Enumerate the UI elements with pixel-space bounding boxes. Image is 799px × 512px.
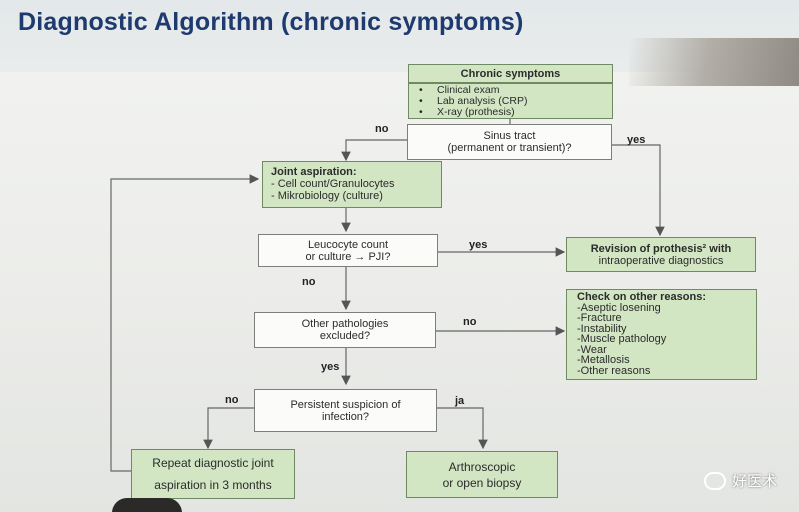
arrow-repeat-loop — [110, 174, 260, 472]
foreground-shadow — [112, 498, 182, 512]
list-item-text: Clinical exam — [437, 84, 500, 96]
list-item: -Wear — [577, 343, 607, 356]
list-item: -Fracture — [577, 312, 622, 324]
repeat-line1: Repeat diagnostic joint — [152, 456, 274, 470]
leucocyte-line1: Leucocyte count — [307, 238, 389, 251]
arrow-persistent-ja — [437, 407, 488, 450]
arrow-persistent-no — [203, 407, 254, 450]
list-item: -Aseptic losening — [577, 301, 661, 314]
revision-line2: intraoperative diagnostics — [598, 254, 724, 267]
list-item: -Instability — [577, 322, 627, 335]
list-item: -Other reasons — [577, 364, 651, 377]
joint-aspiration-title: Joint aspiration: — [271, 166, 357, 178]
persistent-line2: infection? — [321, 410, 370, 423]
arthroscopic-box: Arthroscopic or open biopsy — [406, 451, 558, 498]
edge-label-persistent-ja: ja — [455, 395, 465, 407]
chronic-symptoms-title: Chronic symptoms — [460, 67, 561, 80]
edge-label-sinus-yes: yes — [627, 134, 646, 146]
edge-label-sinus-no: no — [375, 123, 389, 135]
arthroscopic-line1: Arthroscopic — [448, 459, 516, 474]
watermark-text: 好医术 — [731, 473, 777, 490]
joint-aspiration-item: - Cell count/Granulocytes — [271, 178, 395, 190]
edge-label-leucocyte-no: no — [302, 276, 316, 288]
joint-aspiration-item: - Mikrobiology (culture) — [271, 190, 383, 202]
other-pathologies-box: Other pathologies excluded? — [254, 312, 436, 348]
chronic-symptoms-header: Chronic symptoms — [408, 64, 613, 83]
check-reasons-title: Check on other reasons: — [577, 291, 706, 303]
check-reasons-box: Check on other reasons: -Aseptic losenin… — [566, 289, 757, 380]
repeat-aspiration-box: Repeat diagnostic joint aspiration in 3 … — [131, 449, 295, 499]
list-item-text: Lab analysis (CRP) — [437, 95, 528, 107]
other-pathologies-line2: excluded? — [319, 330, 371, 342]
revision-line1: Revision of prothesis² with — [590, 242, 732, 255]
sinus-tract-line2: (permanent or transient)? — [447, 142, 572, 154]
edge-label-other-yes: yes — [321, 361, 340, 373]
arthroscopic-line2: or open biopsy — [442, 475, 522, 490]
list-item: -Metallosis — [577, 354, 630, 366]
list-item-text: X-ray (prothesis) — [437, 106, 515, 118]
arrow-sinus-no — [341, 139, 407, 162]
chronic-symptoms-list: •Clinical exam •Lab analysis (CRP) •X-ra… — [408, 83, 613, 119]
revision-box: Revision of prothesis² with intraoperati… — [566, 237, 756, 272]
persistent-suspicion-box: Persistent suspicion of infection? — [254, 389, 437, 432]
leucocyte-line2: or culture → PJI? — [305, 250, 391, 263]
list-item: •Lab analysis (CRP) — [419, 95, 528, 107]
leucocyte-box: Leucocyte count or culture → PJI? — [258, 234, 438, 267]
list-item: -Muscle pathology — [577, 333, 667, 345]
persistent-line1: Persistent suspicion of — [290, 398, 401, 411]
chat-bubble-icon — [703, 471, 726, 490]
list-item: •Clinical exam — [419, 84, 500, 96]
edge-label-persistent-no: no — [225, 394, 239, 406]
list-item: •X-ray (prothesis) — [419, 106, 515, 118]
joint-aspiration-box: Joint aspiration: - Cell count/Granulocy… — [262, 161, 442, 208]
edge-label-other-no: no — [463, 316, 477, 328]
sinus-tract-box: Sinus tract (permanent or transient)? — [407, 124, 612, 160]
arrow-sinus-yes — [612, 144, 665, 237]
other-pathologies-line1: Other pathologies — [301, 318, 389, 330]
slide-title: Diagnostic Algorithm (chronic symptoms) — [18, 8, 524, 36]
watermark: 好医术 — [703, 470, 777, 491]
repeat-line2: aspiration in 3 months — [154, 478, 272, 492]
sinus-tract-line1: Sinus tract — [483, 130, 536, 142]
background-photo-corner — [629, 38, 799, 86]
edge-label-leucocyte-yes: yes — [469, 239, 488, 251]
